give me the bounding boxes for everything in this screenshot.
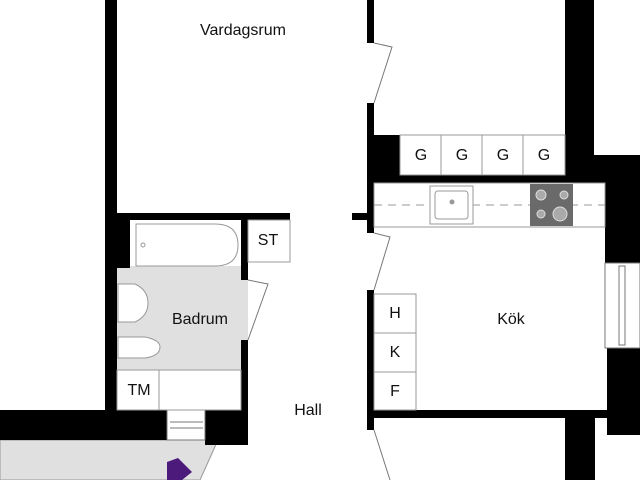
door-entrance-frame[interactable] (166, 407, 206, 441)
wall (241, 340, 248, 445)
wardrobe-label: G (537, 147, 551, 164)
wardrobe-label: G (496, 147, 510, 164)
room-label-kitchen: Kök (497, 311, 525, 328)
wall (367, 135, 400, 178)
kitchen-unit-label: K (389, 344, 401, 361)
wall (367, 290, 374, 430)
room-label-bath: Badrum (171, 311, 229, 328)
entrance-arrow-icon (167, 458, 192, 480)
wall (241, 220, 248, 280)
wall (0, 410, 167, 440)
wall (205, 410, 248, 445)
storage-cabinet (247, 219, 291, 263)
door-bathroom[interactable] (247, 279, 269, 341)
wall (352, 213, 367, 220)
wall (367, 0, 374, 43)
toilet-icon (117, 336, 161, 359)
door-living-kitchen[interactable] (373, 42, 393, 104)
wall (367, 183, 374, 233)
wall (565, 0, 594, 178)
wall (117, 220, 130, 268)
kitchen-unit-label: H (389, 305, 401, 322)
kitchen-units (373, 293, 417, 411)
washer-label: TM (127, 382, 151, 399)
wardrobe-label: G (414, 147, 428, 164)
wall (117, 213, 290, 220)
wall (105, 0, 117, 440)
storage-label: ST (257, 232, 279, 249)
wardrobe-label: G (455, 147, 469, 164)
door-kitchen[interactable] (373, 232, 391, 291)
room-label-hall: Hall (294, 402, 322, 419)
wall (367, 175, 605, 183)
door-hall-bottom[interactable] (373, 429, 391, 480)
wall (367, 103, 374, 135)
wall (374, 410, 607, 418)
kitchen-window (604, 262, 640, 349)
wall (565, 418, 595, 480)
wall (605, 155, 640, 263)
stove-icon (530, 184, 573, 226)
wall (607, 348, 640, 435)
bathtub-icon (135, 223, 239, 267)
washbasin-icon (117, 283, 149, 323)
kitchen-unit-label: F (390, 383, 400, 400)
room-label-living: Vardagsrum (200, 22, 286, 39)
washer-cell (116, 369, 160, 411)
